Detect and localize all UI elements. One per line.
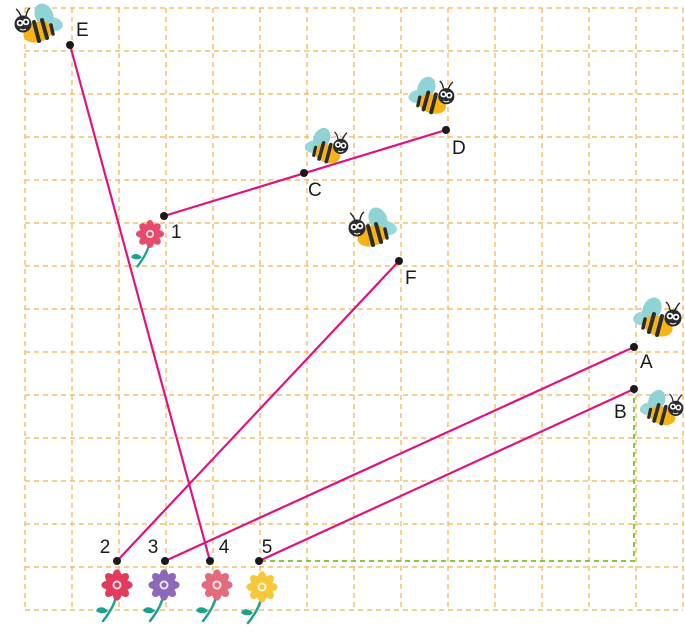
point-dot-a [630, 343, 638, 351]
point-label-e: E [76, 20, 89, 41]
point-dot-4 [206, 557, 214, 565]
bee-a-icon [632, 294, 682, 340]
point-label-2: 2 [100, 537, 111, 558]
line-b-5 [259, 389, 634, 561]
flower-1 [131, 220, 164, 266]
flower-2 [96, 569, 133, 621]
point-dot-f [395, 257, 403, 265]
bee-f-icon [349, 204, 399, 250]
flower-3 [143, 569, 180, 621]
bee-d-icon [407, 74, 454, 118]
point-label-c: C [308, 180, 322, 201]
point-labels: E D C 1F A B 2 3 4 5 [76, 20, 653, 558]
flower-4 [196, 569, 233, 621]
bee-c-icon [304, 125, 349, 166]
point-dot-e [66, 41, 74, 49]
point-label-b: B [614, 402, 627, 423]
point-dot-5 [255, 557, 263, 565]
point-label-3: 3 [148, 537, 159, 558]
point-label-f: F [405, 268, 417, 289]
line-a-3 [165, 347, 634, 561]
flowers [96, 220, 278, 623]
point-dot-3 [161, 557, 169, 565]
point-label-4: 4 [219, 537, 230, 558]
point-dot-1 [160, 212, 168, 220]
bee-e-icon [15, 0, 65, 46]
point-label-d: D [452, 138, 466, 159]
connection-lines [70, 45, 634, 561]
point-dot-d [442, 126, 450, 134]
point-dot-b [630, 385, 638, 393]
point-dots [66, 41, 638, 565]
point-label-1: 1 [171, 222, 182, 243]
point-label-a: A [640, 352, 653, 373]
point-label-5: 5 [262, 537, 273, 558]
point-dot-c [300, 169, 308, 177]
flower-5 [241, 571, 278, 623]
bee-b-icon [639, 387, 684, 428]
point-dot-2 [113, 557, 121, 565]
